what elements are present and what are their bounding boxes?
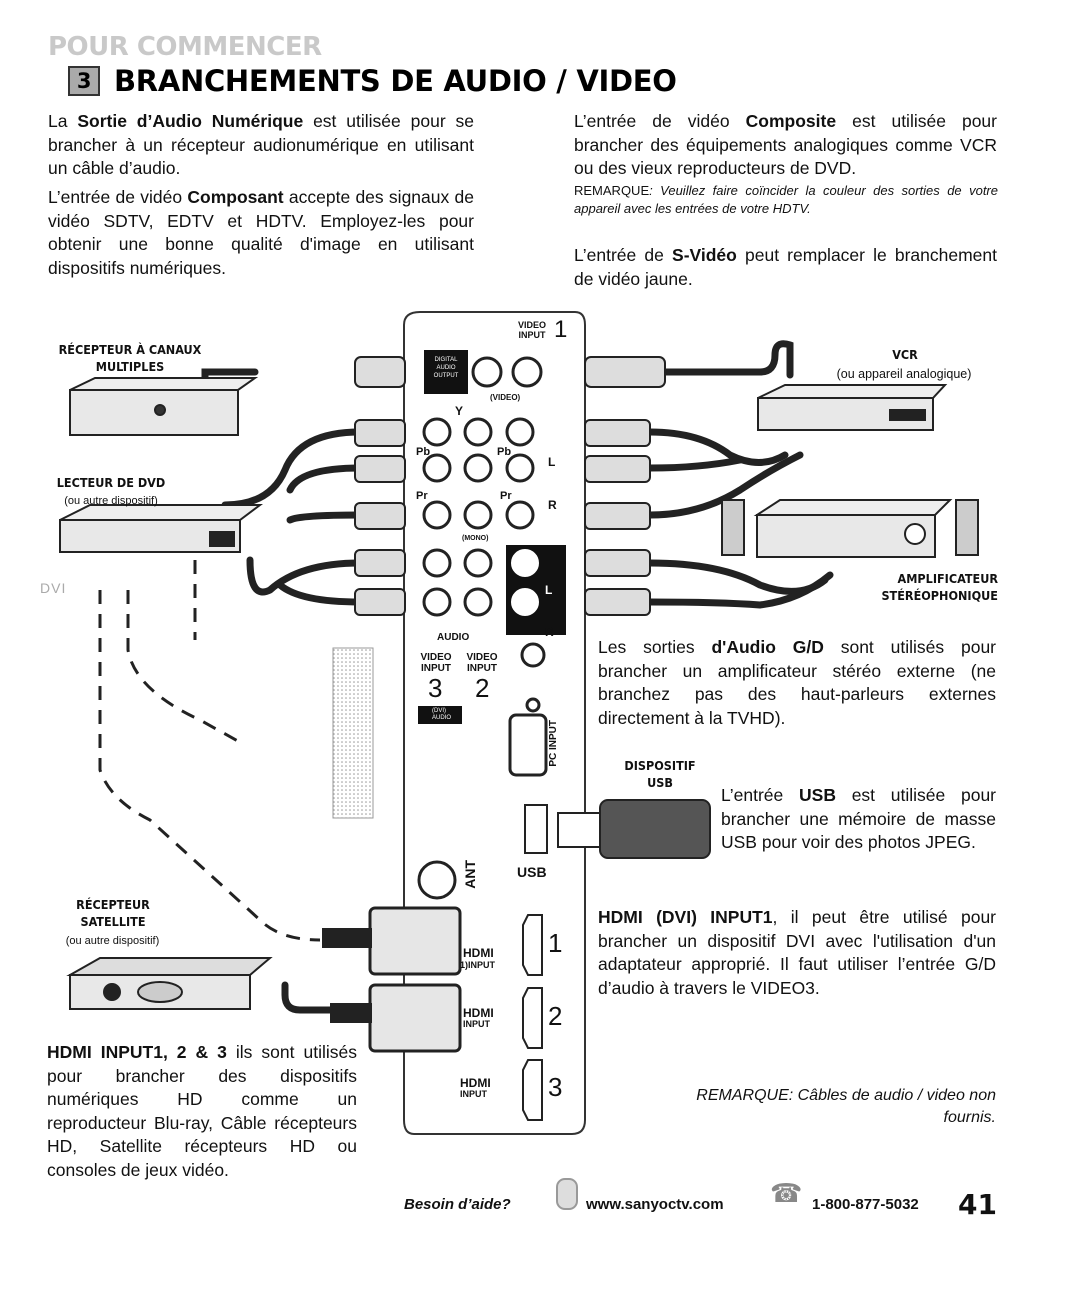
website-link[interactable]: www.sanyoctv.com bbox=[586, 1196, 724, 1213]
cable-component-pb bbox=[286, 464, 364, 494]
side-panel bbox=[332, 647, 374, 819]
l-label: L bbox=[548, 455, 556, 469]
hdmi-plug-1 bbox=[368, 906, 462, 976]
hdmi2-number: 2 bbox=[548, 1001, 563, 1031]
cable-audio-r bbox=[276, 581, 364, 606]
pb-label-left: Pb bbox=[416, 446, 431, 458]
rca-plugs-left bbox=[354, 356, 406, 616]
cable-hdmi-sat bbox=[281, 981, 399, 1014]
usb-port-label: USB bbox=[517, 864, 547, 880]
hdmi3-number: 3 bbox=[548, 1072, 563, 1102]
usb-paragraph: L’entrée USB est utilisée pour brancher … bbox=[721, 785, 997, 852]
page-title: 3 BRANCHEMENTS DE AUDIO / VIDEO bbox=[68, 64, 677, 98]
video3-input-label: VIDEO INPUT bbox=[420, 652, 452, 674]
component-paragraph: L’entrée de vidéo Composant accepte des … bbox=[48, 187, 474, 278]
audio-dashed-cable-1 bbox=[126, 590, 246, 747]
mono-label: (MONO) bbox=[462, 535, 489, 542]
digital-audio-output-label: DIGITAL AUDIO OUTPUT bbox=[433, 357, 459, 379]
satellite-receiver bbox=[66, 957, 273, 1010]
dvd-sub-label: (ou autre dispositif) bbox=[64, 495, 158, 507]
phone-icon: ☎ bbox=[770, 1178, 803, 1208]
video2-number: 2 bbox=[475, 673, 490, 703]
hdmi3-brand: HDMI bbox=[460, 1076, 491, 1090]
hdmi2-brand: HDMI bbox=[463, 1006, 494, 1020]
digital-audio-block bbox=[424, 350, 468, 394]
hdmi-ports bbox=[522, 914, 543, 1121]
satellite-sub-label: (ou autre dispositif) bbox=[65, 935, 160, 947]
audio-l-label: L bbox=[545, 583, 553, 597]
video1-input-label: VIDEO INPUT bbox=[517, 320, 546, 340]
hdmi2-input-label: INPUT bbox=[463, 1019, 490, 1029]
hdmi-paragraph: HDMI INPUT1, 2 & 3 ils sont utilisés pou… bbox=[47, 1042, 357, 1180]
vcr-device bbox=[757, 384, 948, 431]
dvi-label: DVI bbox=[40, 580, 67, 596]
dvi-dashed-cable bbox=[98, 590, 321, 942]
dvd-player bbox=[59, 504, 263, 553]
mouse-icon bbox=[556, 1178, 578, 1210]
pc-input-port bbox=[508, 713, 548, 777]
cable-component-y bbox=[221, 428, 364, 509]
dvd-label: LECTEUR DE DVD bbox=[56, 475, 166, 490]
section-label: POUR COMMENCER bbox=[48, 32, 322, 62]
dvi-audio-label: (DVI) AUDIO bbox=[432, 708, 452, 721]
usb-device-label: DISPOSITIF USB bbox=[624, 758, 696, 790]
digital-audio-paragraph: La Sortie d’Audio Numérique est utilisée… bbox=[48, 111, 474, 178]
multichannel-receiver-label: RÉCEPTEUR À CANAUX MULTIPLES bbox=[58, 342, 202, 374]
hdmi3-input-label: INPUT bbox=[460, 1089, 487, 1099]
heading-text: BRANCHEMENTS DE AUDIO / VIDEO bbox=[114, 64, 677, 98]
usb-port bbox=[524, 804, 548, 854]
cable-audio-l bbox=[246, 556, 364, 596]
phone-number: 1-800-877-5032 bbox=[812, 1196, 919, 1213]
audio-r-label: R bbox=[545, 625, 554, 639]
amplifier-label: AMPLIFICATEUR STÉRÉOPHONIQUE bbox=[881, 571, 998, 603]
hdmi1-number: 1 bbox=[548, 928, 563, 958]
hdmi1-input-label: 1)INPUT bbox=[460, 960, 496, 970]
audio-label: AUDIO bbox=[437, 632, 470, 643]
svideo-paragraph: L’entrée de S-Vidéo peut remplacer le br… bbox=[574, 245, 998, 289]
pb-label-right: Pb bbox=[497, 446, 512, 458]
page-number: 41 bbox=[958, 1188, 997, 1221]
step-badge: 3 bbox=[68, 66, 100, 96]
pr-label-right: Pr bbox=[500, 490, 512, 502]
rca-plugs-right bbox=[584, 356, 666, 616]
pr-label-left: Pr bbox=[416, 490, 428, 502]
amplifier-paragraph: Les sorties d'Audio G/D sont utilisés po… bbox=[598, 637, 997, 728]
vcr-sub-label: (ou appareil analogique) bbox=[836, 367, 972, 381]
ant-label: ANT bbox=[462, 860, 478, 889]
r-label: R bbox=[548, 498, 557, 512]
satellite-label: RÉCEPTEUR SATELLITE bbox=[76, 897, 150, 929]
multichannel-receiver bbox=[69, 377, 259, 436]
usb-stick bbox=[557, 799, 711, 859]
hdmi1-brand: HDMI bbox=[463, 946, 494, 960]
help-text: Besoin d’aide? bbox=[404, 1196, 511, 1213]
vcr-label: VCR bbox=[892, 347, 918, 362]
dvi-audio-tag bbox=[418, 706, 462, 724]
cable-amp-r bbox=[646, 571, 834, 609]
video3-number: 3 bbox=[428, 673, 443, 703]
hdmi-plug-2 bbox=[368, 983, 462, 1053]
cable-vcr-l bbox=[646, 456, 744, 472]
stereo-amplifier bbox=[721, 499, 979, 558]
video2-input-label: VIDEO INPUT bbox=[466, 652, 498, 674]
y-label: Y bbox=[455, 404, 464, 418]
video-tag-label: (VIDEO) bbox=[490, 393, 521, 402]
video1-number: 1 bbox=[554, 316, 568, 343]
hdmi-dvi-paragraph: HDMI (DVI) INPUT1, il peut être utilisé … bbox=[598, 907, 997, 998]
cable-component-pr bbox=[286, 511, 364, 524]
cable-svideo bbox=[656, 340, 794, 379]
color-note: REMARQUE: Veuillez faire coïncider la co… bbox=[574, 183, 998, 216]
cables-note: REMARQUE: Câbles de audio / video non fo… bbox=[696, 1087, 996, 1126]
pc-input-label: PC INPUT bbox=[548, 720, 559, 767]
cable-vcr-video bbox=[646, 428, 789, 466]
composite-paragraph: L’entrée de vidéo Composite est utilisée… bbox=[574, 111, 997, 178]
cable-vcr-r bbox=[646, 451, 804, 519]
cable-amp-l bbox=[646, 559, 829, 595]
